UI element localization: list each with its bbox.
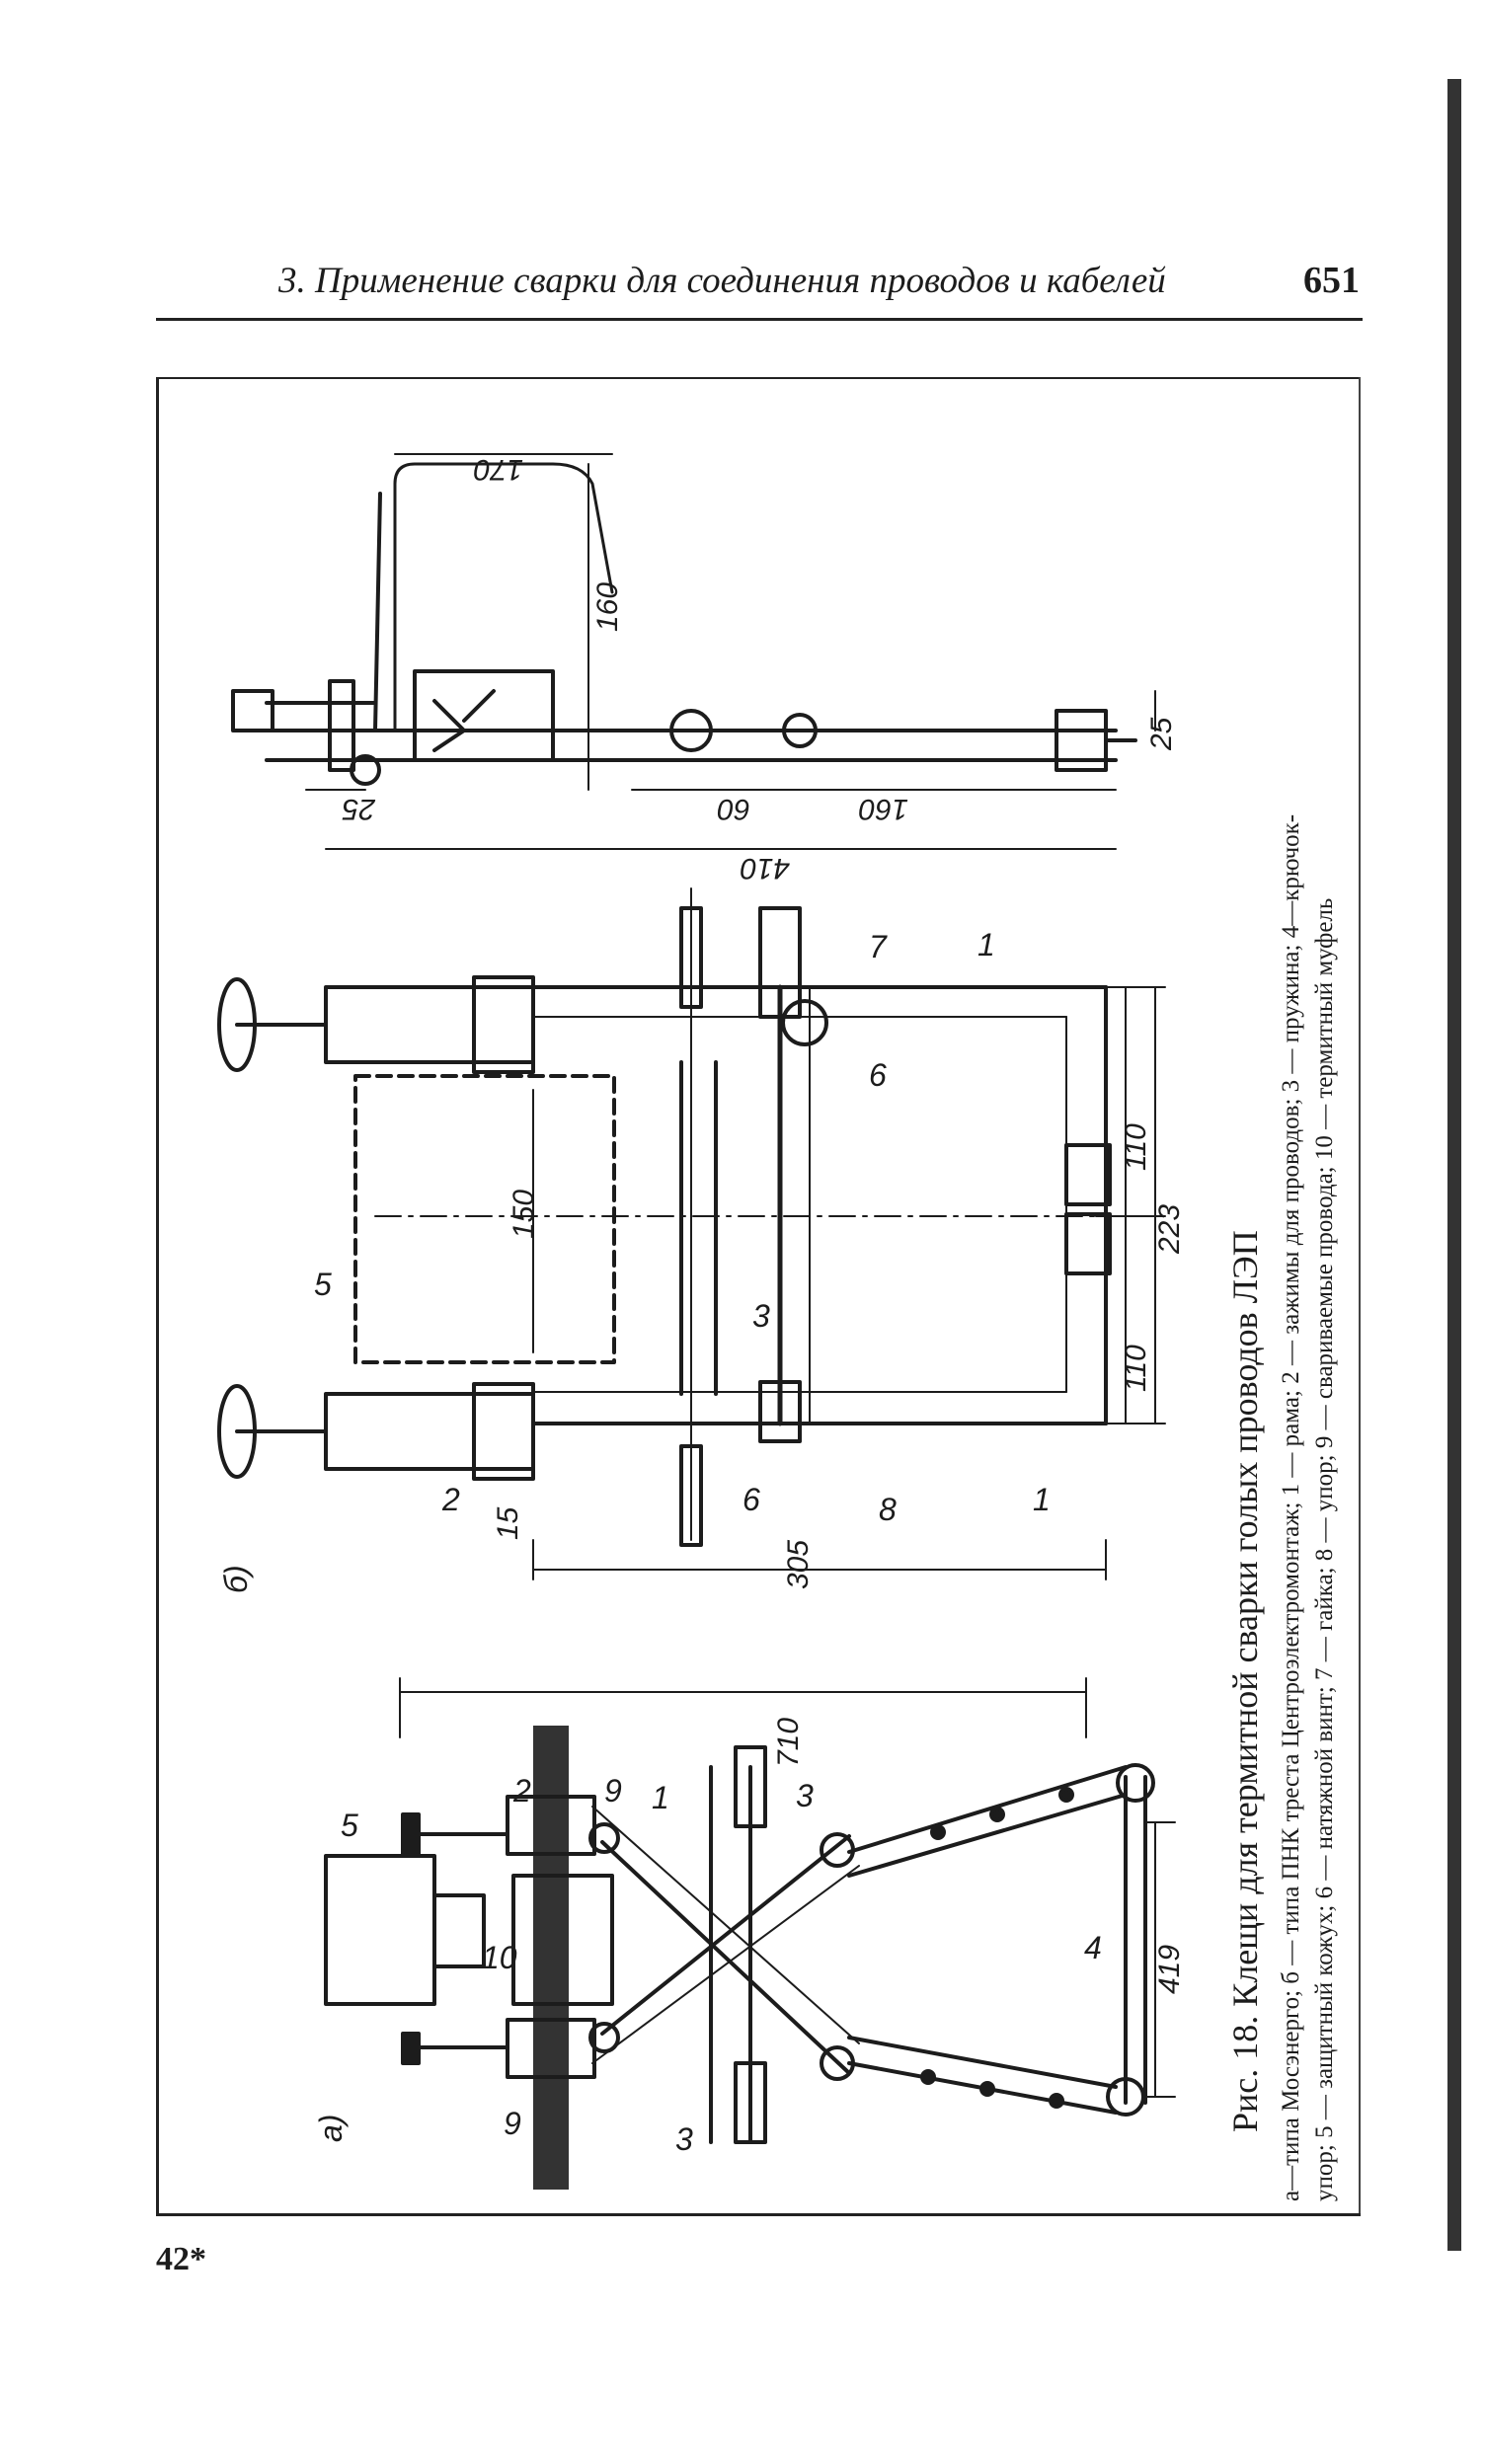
figure-caption: Рис. 18. Клещи для термитной сварки голы… [1225, 1230, 1265, 2132]
dim-710: 710 [772, 1718, 805, 1767]
dim-25b: 25 [1145, 717, 1178, 751]
part-b-1a: 1 [977, 927, 995, 962]
part-a-10: 10 [482, 1940, 517, 1975]
part-b-6b: 6 [742, 1482, 760, 1517]
part-a-5: 5 [341, 1808, 358, 1843]
figure-legend-line-1: а—типа Мосэнерго; б — типа ПНК треста Це… [1278, 813, 1304, 2201]
dim-160: 160 [591, 582, 624, 632]
part-a-9b: 9 [504, 2106, 521, 2141]
dim-150: 150 [508, 1190, 540, 1239]
part-b-7: 7 [869, 929, 888, 964]
dim-110a: 110 [1120, 1123, 1152, 1171]
panel-a-label: а) [313, 2115, 349, 2142]
figure-legend-line-2: упор; 5 — защитный кожух; 6 — натяжной в… [1311, 897, 1338, 2201]
dim-305: 305 [782, 1540, 815, 1589]
part-a-4: 4 [1084, 1930, 1102, 1965]
panel-b-label: б) [218, 1565, 254, 1593]
figure-frame-left [156, 377, 159, 2215]
signature-mark: 42* [156, 2241, 206, 2277]
header-rule [156, 318, 1363, 321]
part-a-3a: 3 [796, 1778, 814, 1813]
dim-60: 60 [717, 793, 750, 825]
scan-edge-shadow [1447, 79, 1461, 2251]
dim-25a: 25 [342, 793, 376, 825]
part-a-1: 1 [652, 1780, 669, 1815]
part-a-9a: 9 [604, 1773, 622, 1809]
dim-15: 15 [492, 1506, 524, 1540]
figure-frame-right [1359, 377, 1361, 2215]
part-b-3: 3 [752, 1298, 770, 1334]
part-b-6a: 6 [869, 1057, 887, 1093]
running-title: 3. Применение сварки для соединения пров… [278, 261, 1166, 301]
dim-410: 410 [741, 852, 790, 885]
part-b-2: 2 [441, 1482, 460, 1517]
dim-223: 223 [1153, 1204, 1186, 1255]
part-a-2: 2 [512, 1773, 531, 1809]
drawing-panel-a: 710 419 5 2 9 1 3 10 4 9 3 а) [313, 1677, 1186, 2190]
dim-160b: 160 [859, 793, 908, 825]
drawing-panel-b: 150 110 223 110 15 305 1 7 6 5 3 2 6 8 1… [217, 887, 1186, 1593]
drawing-side-view: 170 160 25 25 60 160 410 [231, 453, 1178, 885]
dim-419: 419 [1153, 1945, 1186, 1994]
dim-110b: 110 [1120, 1345, 1152, 1392]
part-a-3b: 3 [675, 2121, 693, 2157]
figure-frame-top [156, 377, 1361, 379]
part-b-5: 5 [314, 1267, 332, 1302]
figure-frame-bottom [156, 2213, 1361, 2216]
page-number: 651 [1303, 260, 1360, 301]
part-b-1b: 1 [1033, 1482, 1051, 1517]
dim-170: 170 [474, 453, 523, 486]
part-b-8: 8 [879, 1492, 897, 1527]
